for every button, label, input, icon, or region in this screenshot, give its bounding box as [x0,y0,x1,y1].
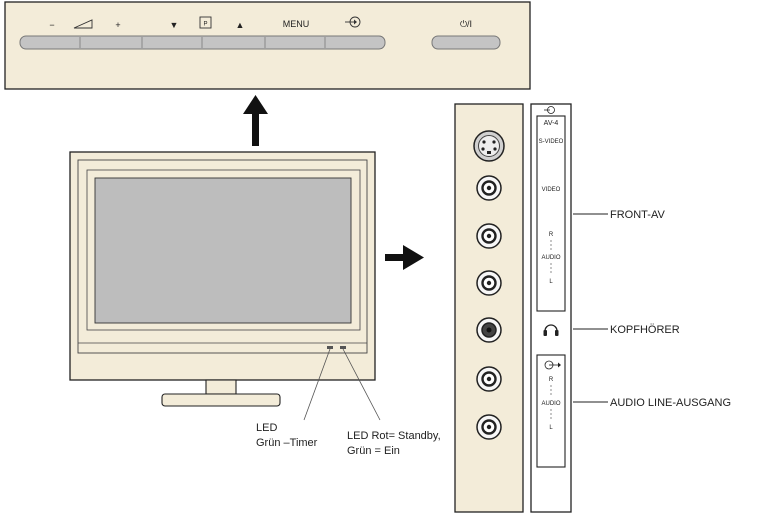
arrow-right-icon [385,245,424,270]
audio-l-jack[interactable] [476,270,502,296]
input-source-icon [345,16,361,28]
svideo-jack[interactable] [473,130,505,162]
line-out-r-label: R [549,377,554,383]
menu-label: MENU [283,19,310,29]
power-button[interactable] [431,35,501,50]
arrow-up-icon [243,95,268,146]
prog-box-icon [199,16,212,29]
side-panel-body [454,103,524,513]
line-out-l-label: L [549,425,553,431]
audio-r-jack[interactable] [476,223,502,249]
label-strip: AV-4 S-VIDEO VIDEO R AUDIO L R AUDIO L [530,103,572,513]
led-status-label-2: Grün = Ein [347,445,400,457]
audio-line-box [536,354,566,468]
led-label: LED [256,422,277,434]
front-av-callout: FRONT-AV [610,209,665,221]
svideo-label: S-VIDEO [539,139,564,145]
led-timer-indicator [327,346,333,349]
vol-plus-label: + [115,20,120,30]
side-panel [454,103,524,513]
audio-line-out-callout: AUDIO LINE-AUSGANG [610,397,731,409]
line-out-audio-label: AUDIO [541,401,560,407]
audio-l-label: L [549,279,553,285]
headphone-jack[interactable] [476,317,502,343]
tv-stand-base [161,393,281,407]
headphones-callout: KOPFHÖRER [610,324,680,336]
tv-screen [94,177,352,324]
line-out-l-jack[interactable] [476,414,502,440]
volume-icon [73,19,93,29]
prog-label: P [203,22,207,28]
power-label: ⏻/I [460,19,472,29]
av-label: AV-4 [544,120,559,127]
control-panel: − + ▼ P ▲ MENU ⏻/I [4,1,531,90]
front-av-box [536,115,566,312]
line-out-r-jack[interactable] [476,366,502,392]
video-jack[interactable] [476,175,502,201]
led-status-label: LED Rot= Standby, [347,430,441,442]
prog-up-label: ▲ [236,20,245,30]
audio-label: AUDIO [541,255,560,261]
headphone-icon [543,324,559,336]
av-input-icon [544,106,555,114]
prog-down-label: ▼ [170,20,179,30]
tv-set [69,151,376,407]
vol-minus-label: − [49,20,54,30]
line-output-icon [544,360,561,370]
audio-r-label: R [549,232,554,238]
led-standby-indicator [340,346,346,349]
led-timer-label: Grün –Timer [256,437,318,449]
video-label: VIDEO [542,187,561,193]
tv-stand-neck [205,379,237,395]
